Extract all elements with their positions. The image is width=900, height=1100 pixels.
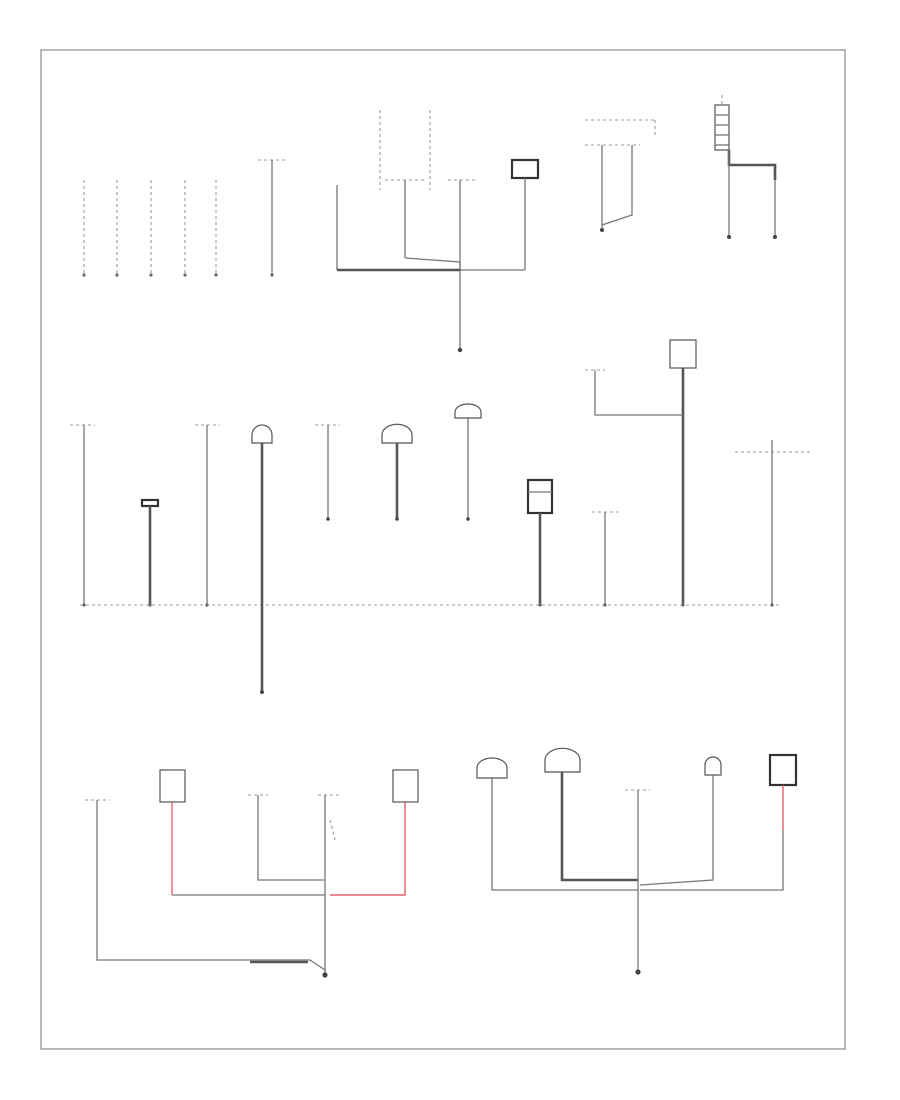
top-row-ground-points [82,95,777,353]
bottom-right-ground-group [476,747,798,975]
diagram-frame [40,49,846,1050]
bottom-left-ground-group [85,769,419,978]
battery [714,95,777,239]
middle-ground-bus [70,339,810,694]
sensor-ground-pin [258,159,288,277]
relay-box [585,119,656,232]
pcm-ground-pins [82,180,218,277]
middle-ground-cluster [336,110,540,353]
